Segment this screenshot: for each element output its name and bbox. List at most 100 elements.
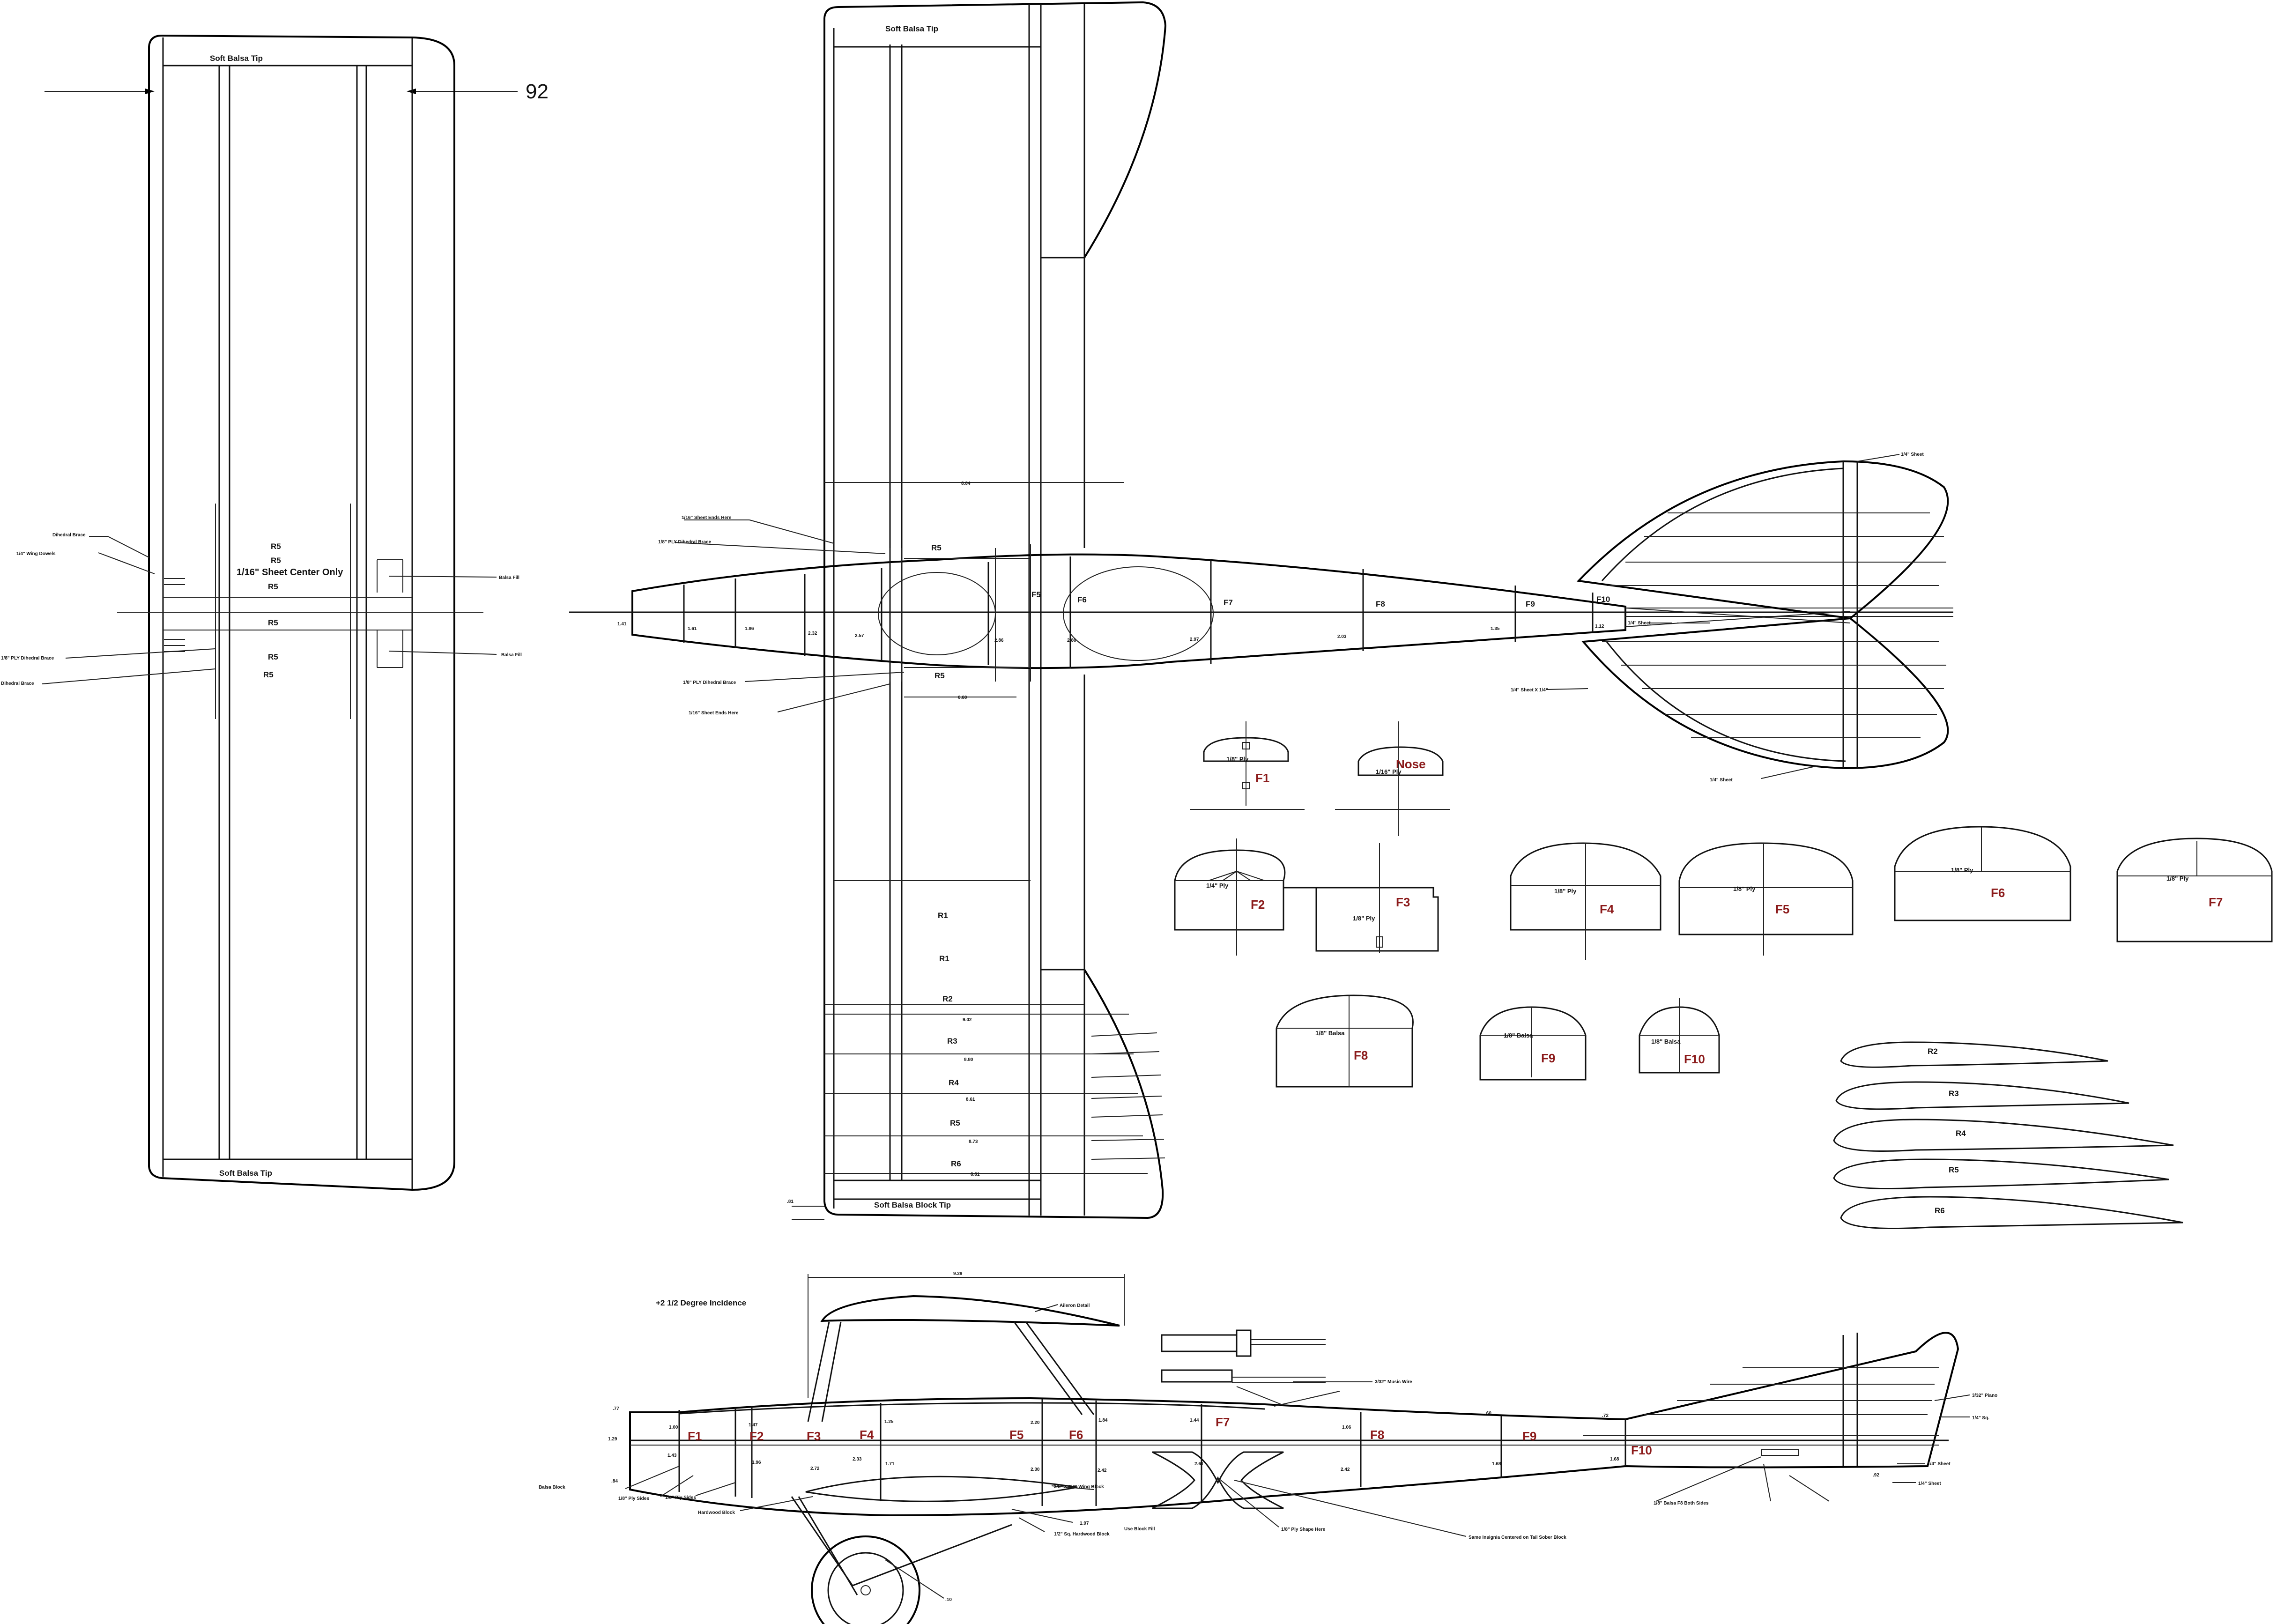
side-callout: 1/4" Sq.	[1972, 1416, 1989, 1421]
former-F9: 1/8" Balsa F9	[1479, 1006, 1587, 1081]
former-F2: 1/4" Ply F2	[1174, 838, 1286, 956]
former-material: 1/8" Balsa	[1315, 1030, 1345, 1037]
top-former-dim: 1.41	[617, 622, 627, 627]
side-dim: 1.68	[1610, 1457, 1619, 1462]
airfoil-label: R5	[1949, 1165, 1959, 1174]
wing-rib-r5: R5	[268, 618, 278, 627]
tail-callout: 1/4" Sheet	[1710, 778, 1733, 783]
former-F3: 1/8" Ply F3	[1283, 843, 1439, 953]
wing-callout: 1/8" PLY Dihedral Brace	[1, 656, 54, 661]
top-rib-label: R3	[947, 1037, 957, 1046]
side-dim: .84	[611, 1479, 618, 1484]
wing-callout: Dihedral Brace	[1, 681, 34, 686]
former-name[interactable]: F1	[1255, 771, 1269, 785]
top-callout: 1/16" Sheet Ends Here	[682, 515, 732, 520]
side-callout: 3/8" X 3/4" Wing Block	[1054, 1484, 1104, 1490]
top-rib-r1: R1	[939, 954, 949, 963]
tail-callout: 1/4" Sheet X 1/4"	[1511, 688, 1548, 693]
side-dim: .77	[613, 1406, 619, 1411]
top-span-dim: 8.84	[961, 481, 971, 486]
side-former-label: F8	[1370, 1428, 1384, 1442]
side-wing-dim: 9.29	[953, 1271, 963, 1276]
top-former-dim: 2.86	[1067, 638, 1076, 643]
side-callout: Hardwood Block	[698, 1510, 735, 1515]
side-dim: 1.96	[752, 1460, 761, 1465]
top-former-dim: 1.35	[1491, 626, 1500, 631]
side-callout: 1/4" Sheet	[1918, 1481, 1941, 1486]
side-dim: 1.43	[668, 1453, 677, 1458]
former-name[interactable]: F4	[1600, 902, 1614, 916]
top-former-dim: 2.97	[1190, 637, 1199, 642]
side-dim: 2.33	[853, 1457, 862, 1462]
former-F10: 1/8" Balsa F10	[1639, 998, 1720, 1074]
top-tip-top: Soft Balsa Tip	[885, 24, 938, 33]
top-former-dim: 2.86	[994, 638, 1004, 643]
side-dim: 1.06	[1342, 1425, 1351, 1430]
top-rib-label: R2	[942, 994, 953, 1003]
former-material: 1/8" Ply	[1733, 885, 1756, 892]
side-dim: 1.84	[1098, 1418, 1108, 1423]
top-brace-dim: 6.60	[958, 695, 967, 700]
side-callout: .10	[945, 1597, 952, 1602]
side-dim: 2.20	[1031, 1420, 1040, 1425]
side-former-label: F4	[860, 1428, 874, 1442]
side-callout: Balsa Block	[539, 1485, 565, 1490]
former-F7: 1/8" Ply F7	[2116, 838, 2273, 942]
side-callout: 3/32" Piano	[1972, 1393, 1997, 1398]
airfoil-label: R6	[1935, 1206, 1945, 1215]
former-name[interactable]: F9	[1541, 1051, 1555, 1065]
side-callout: Use Block Fill	[1124, 1527, 1155, 1532]
side-former-label: F6	[1069, 1428, 1083, 1442]
top-chord-dim: 9.02	[963, 1017, 972, 1023]
side-callout: 1/4" Sheet	[1928, 1461, 1951, 1467]
airfoil-label: R2	[1928, 1047, 1938, 1056]
former-name[interactable]: F2	[1251, 897, 1265, 912]
top-former-dim: 2.03	[1337, 634, 1347, 639]
former-name[interactable]: F6	[1991, 886, 2005, 900]
top-former-label: F7	[1224, 598, 1233, 607]
side-dim: 1.00	[669, 1425, 678, 1430]
fuselage-top-view: Soft Balsa Tip Soft Balsa Block Tip 8.84…	[569, 1, 1953, 1220]
wing-callout: Balsa Fill	[501, 653, 522, 658]
former-material: 1/8" Balsa	[1651, 1038, 1681, 1045]
top-former-label: F8	[1376, 600, 1385, 608]
former-name[interactable]: F10	[1684, 1052, 1705, 1066]
side-former-label: F10	[1631, 1443, 1652, 1457]
side-dim: 2.61	[1194, 1461, 1204, 1467]
former-name[interactable]: F8	[1354, 1048, 1368, 1062]
top-bottom-dim: .81	[787, 1199, 794, 1204]
former-F5: 1/8" Ply F5	[1678, 842, 1854, 956]
former-F8: 1/8" Balsa F8	[1276, 994, 1414, 1088]
side-dim: .72	[1602, 1413, 1609, 1418]
former-name[interactable]: F3	[1396, 895, 1410, 909]
former-material: 1/8" Ply	[1226, 756, 1249, 763]
top-former-dim: 2.32	[808, 631, 817, 636]
former-name[interactable]: F7	[2209, 895, 2223, 909]
side-dim: 1.44	[1190, 1418, 1199, 1423]
former-F4: 1/8" Ply F4	[1510, 842, 1661, 960]
top-rib-r1: R1	[938, 911, 948, 920]
top-former-dim: 1.86	[745, 626, 754, 631]
side-dim: 1.25	[884, 1419, 894, 1424]
top-former-label: F9	[1526, 600, 1535, 608]
former-name[interactable]: Nose	[1396, 757, 1426, 771]
top-tip-bottom: Soft Balsa Block Tip	[874, 1201, 951, 1209]
former-material: 1/8" Ply	[1951, 867, 1973, 874]
former-name[interactable]: F5	[1775, 902, 1789, 916]
top-callout: 1/8" PLY Dihedral Brace	[683, 680, 736, 685]
top-callout: 1/8" PLY Dihedral Brace	[658, 540, 712, 545]
side-former-label: F7	[1216, 1415, 1230, 1429]
side-callout: 1/2" Sq. Hardwood Block	[1054, 1532, 1110, 1537]
wing-rib-r5: R5	[271, 556, 281, 565]
former-Nose: 1/16" Ply Nose	[1335, 721, 1450, 836]
tail-callout: 1/4" Sheet	[1901, 452, 1924, 457]
top-former-label: F6	[1077, 595, 1087, 604]
wing-callout: Balsa Fill	[499, 575, 519, 580]
side-callout: 1/8" Ply Sides	[618, 1496, 649, 1501]
wing-plan-view: Soft Balsa Tip Soft Balsa Tip R5 R5 1/16…	[1, 34, 522, 1191]
side-dim: 1.47	[749, 1423, 758, 1428]
side-former-label: F2	[749, 1429, 764, 1443]
top-chord-dim: 8.61	[966, 1097, 975, 1102]
side-dim: 1.29	[608, 1437, 617, 1442]
